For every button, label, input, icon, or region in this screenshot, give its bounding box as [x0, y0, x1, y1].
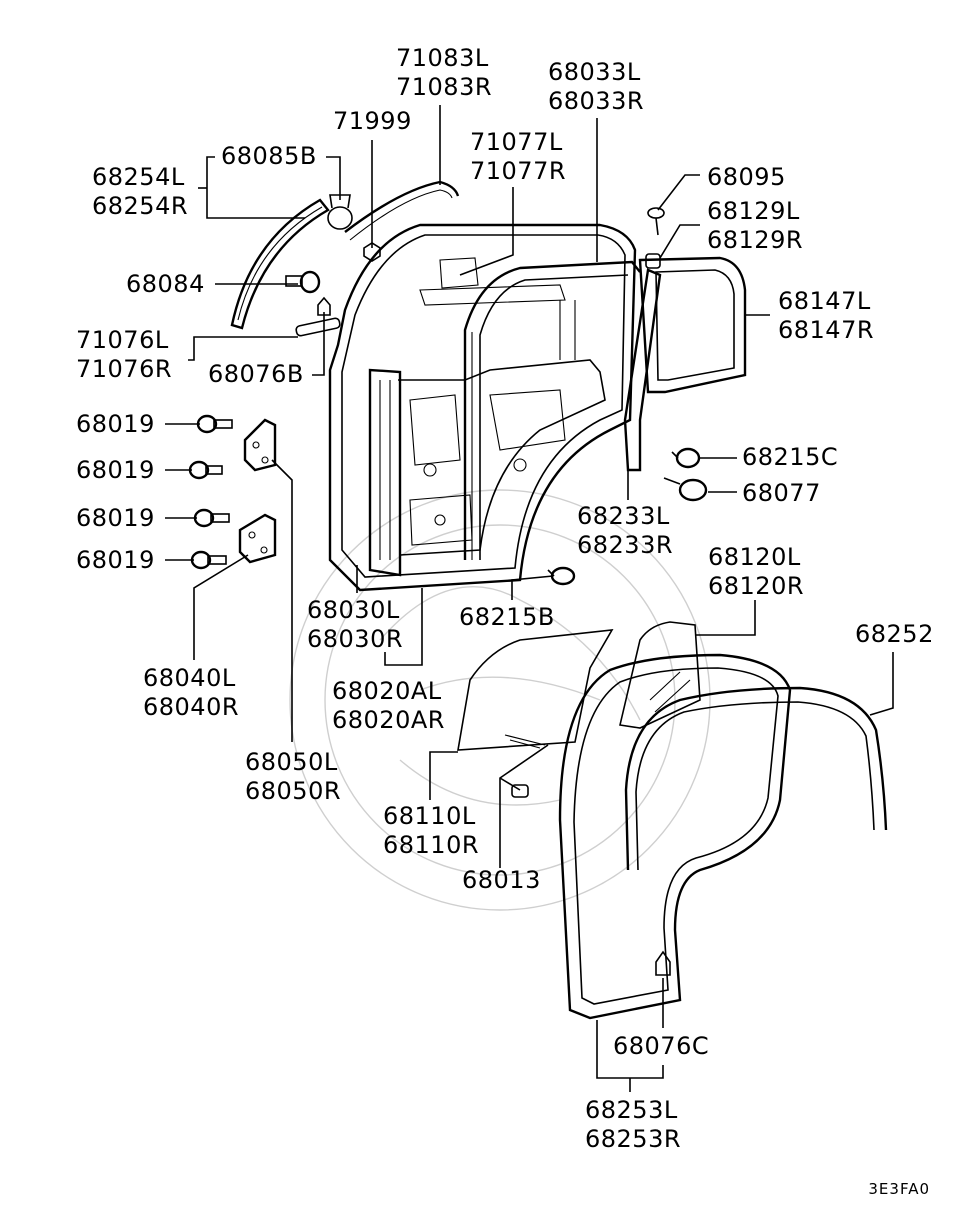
label-68085b: 68085B — [221, 142, 317, 170]
diagram-code: 3E3FA0 — [868, 1180, 930, 1198]
screw-68095-drawing — [647, 207, 665, 236]
fastener-71999-drawing — [363, 242, 381, 262]
clip-68076c-drawing — [655, 950, 671, 976]
label-68084: 68084 — [126, 270, 205, 298]
door-glass-drawing — [457, 629, 614, 751]
label-68019-1: 68019 — [76, 410, 155, 438]
weatherstrip-68252-drawing — [624, 686, 888, 871]
division-bar-drawing — [623, 253, 662, 472]
weatherstrip-68253-drawing — [558, 653, 792, 1020]
watermark-emblem — [289, 489, 711, 911]
label-68077: 68077 — [742, 479, 821, 507]
label-68215c: 68215C — [742, 443, 839, 471]
label-68019-2: 68019 — [76, 456, 155, 484]
bolt-68084-drawing — [285, 270, 321, 294]
clip-68076b-drawing — [317, 296, 331, 316]
label-68215b: 68215B — [459, 603, 555, 631]
clip-68085b-drawing — [327, 194, 353, 230]
label-68095: 68095 — [707, 163, 786, 191]
label-68076b: 68076B — [208, 360, 304, 388]
label-71999: 71999 — [333, 107, 412, 135]
label-68076c: 68076C — [613, 1032, 710, 1060]
window-channel-drawing — [463, 260, 641, 560]
hinge-drawing — [238, 418, 277, 564]
quarter-glass-drawing — [619, 621, 701, 729]
pin-71076-drawing — [295, 317, 341, 337]
top-molding-drawing — [344, 180, 460, 241]
label-68019-3: 68019 — [76, 504, 155, 532]
door-panel-drawing — [328, 223, 637, 592]
bolt-68077-drawing — [663, 477, 708, 502]
leader-lines — [165, 105, 894, 1092]
bumper-68215b-drawing — [547, 566, 576, 586]
hinge-bolts-drawing — [188, 414, 233, 570]
clip-68013-drawing — [511, 784, 529, 798]
front-molding-drawing — [230, 198, 330, 330]
quarter-window-drawing — [638, 256, 747, 394]
label-68252: 68252 — [855, 620, 934, 648]
label-68019-4: 68019 — [76, 546, 155, 574]
bumper-68215c-drawing — [671, 447, 701, 469]
label-68013: 68013 — [462, 866, 541, 894]
